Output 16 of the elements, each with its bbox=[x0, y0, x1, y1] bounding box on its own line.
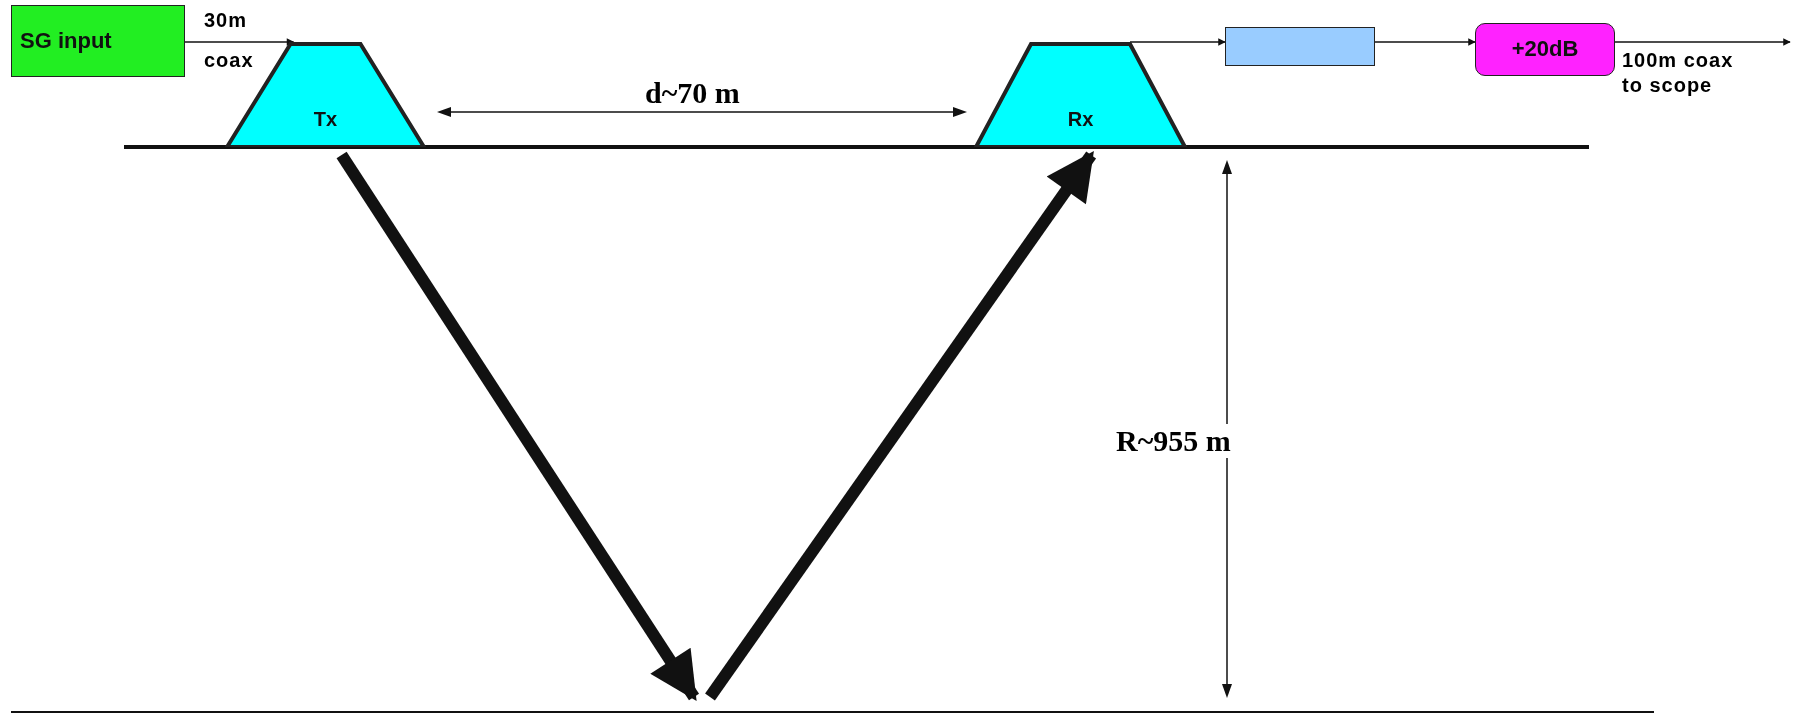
arrow bbox=[705, 151, 1097, 701]
arrow bbox=[336, 151, 700, 701]
antenna-label: Tx bbox=[312, 108, 339, 131]
dimension-label: R~955 m bbox=[1116, 424, 1231, 458]
arrow bbox=[1614, 38, 1791, 46]
amplifier-box: +20dB bbox=[1475, 23, 1615, 76]
filter-box bbox=[1225, 27, 1375, 66]
arrow bbox=[184, 38, 295, 46]
edge-label: 30m coax bbox=[204, 8, 255, 73]
arrow bbox=[1129, 38, 1226, 46]
reflector-line bbox=[11, 711, 1654, 713]
antenna-trapezoid bbox=[974, 42, 1187, 147]
arrow bbox=[1374, 38, 1476, 46]
edge-label: 100m coax to scope bbox=[1622, 48, 1735, 98]
antenna-label: Rx bbox=[1066, 108, 1095, 131]
amplifier-box: SG input bbox=[11, 5, 185, 77]
